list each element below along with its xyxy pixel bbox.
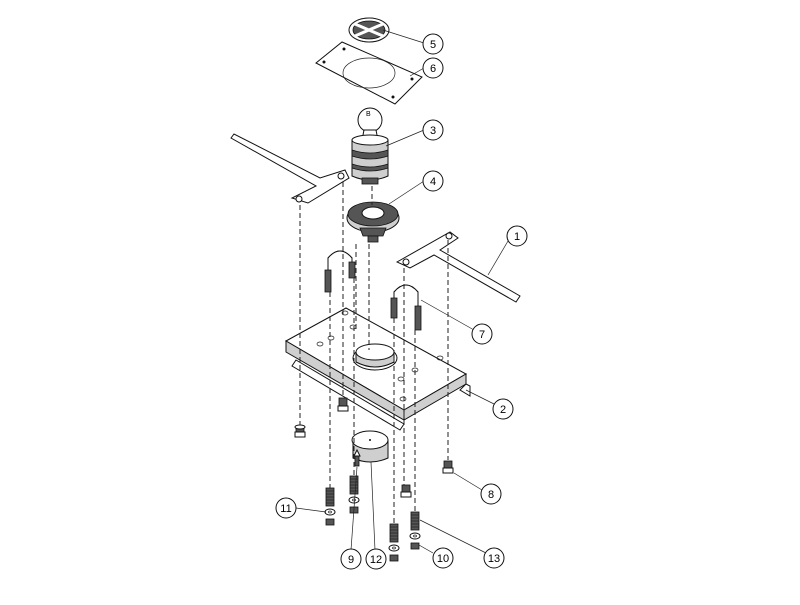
callout-2: 2: [492, 398, 514, 420]
callout-9: 9: [340, 548, 362, 570]
part-bolt-2: [337, 397, 349, 412]
callout-6-label: 6: [430, 63, 436, 75]
callout-8: 8: [480, 483, 502, 505]
callout-13: 13: [483, 547, 505, 569]
callout-3-label: 3: [430, 125, 436, 137]
callout-1: 1: [506, 225, 528, 247]
callout-4-label: 4: [430, 176, 436, 188]
callout-7-label: 7: [479, 329, 485, 341]
part-bolt-1: [294, 424, 306, 438]
callout-6: 6: [422, 57, 444, 79]
part-bolt-4: [442, 460, 454, 474]
part-stud-1: [325, 487, 335, 507]
part-cap: [348, 17, 390, 43]
callout-4: 4: [422, 170, 444, 192]
part-stud-4: [410, 511, 420, 531]
assembly-lines: [299, 182, 449, 524]
callout-10: 10: [432, 547, 454, 569]
leader-lines: [295, 29, 509, 554]
part-round-pad: [351, 430, 389, 463]
callout-7: 7: [471, 323, 493, 345]
part-pin: [353, 448, 361, 467]
part-stud-3: [389, 523, 399, 543]
callout-9-label: 9: [348, 554, 354, 566]
callout-11-label: 11: [280, 503, 291, 515]
part-collar: [346, 201, 400, 243]
callout-13-label: 13: [488, 553, 500, 565]
part-ball-hitch: B: [351, 107, 389, 185]
part-stud-2: [349, 475, 359, 495]
callout-5-label: 5: [430, 39, 436, 51]
part-u-bolt-left: [324, 250, 356, 293]
callout-3: 3: [422, 119, 444, 141]
part-base-plate: [284, 307, 471, 431]
part-strap-right: [395, 231, 521, 303]
callout-10-label: 10: [437, 553, 449, 565]
callout-5: 5: [422, 33, 444, 55]
callout-12-label: 12: [370, 554, 382, 566]
callout-2-label: 2: [500, 404, 506, 416]
part-u-bolt-right: [390, 284, 422, 331]
part-strap-left: [230, 133, 350, 204]
callout-12: 12: [365, 548, 387, 570]
part-gasket-plate: [315, 41, 423, 105]
callout-8-label: 8: [488, 489, 494, 501]
callout-1-label: 1: [514, 231, 520, 243]
part-bolt-3: [400, 484, 412, 498]
svg-text:B: B: [366, 111, 371, 118]
callout-11: 11: [275, 497, 297, 519]
